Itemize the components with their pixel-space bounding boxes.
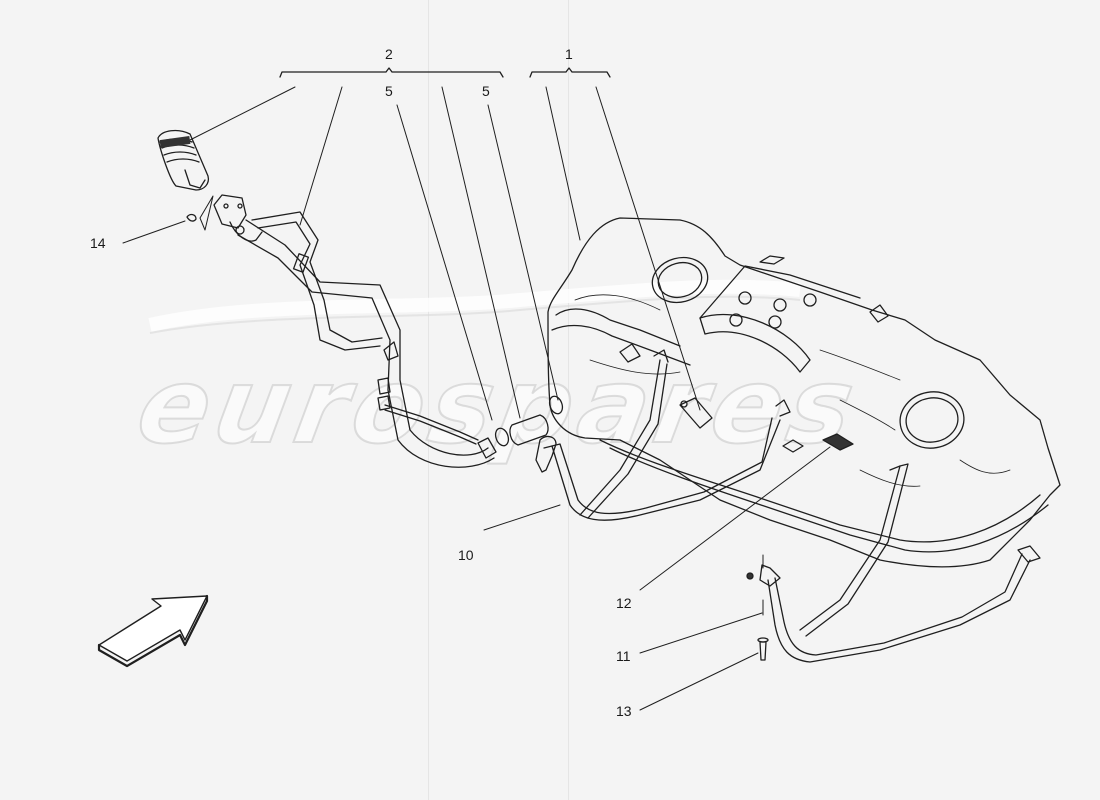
callout-10: 10 (458, 547, 474, 563)
bolt-part-13 (746, 554, 781, 661)
fuel-tank (547, 217, 1061, 568)
group-2-bracket (279, 67, 504, 78)
filler-neck-pipes (213, 194, 497, 468)
tank-straps-part-10 (543, 349, 1041, 663)
group-1-bracket (529, 67, 611, 78)
callout-13: 13 (616, 703, 632, 719)
callout-1: 1 (565, 46, 573, 62)
leader-lines (122, 86, 831, 711)
callout-11: 11 (616, 648, 631, 664)
hose-clamps-part-5 (494, 395, 564, 473)
direction-arrow-icon (97, 594, 209, 668)
callout-14: 14 (90, 235, 106, 251)
callout-5-right: 5 (482, 83, 490, 99)
pad-part-12 (822, 433, 854, 451)
filler-cap (157, 129, 210, 191)
callout-2: 2 (385, 46, 393, 62)
callout-12: 12 (616, 595, 632, 611)
clip-part-14 (186, 195, 214, 231)
callout-5-left: 5 (385, 83, 393, 99)
scan-line (428, 0, 429, 800)
scan-line (568, 0, 569, 800)
